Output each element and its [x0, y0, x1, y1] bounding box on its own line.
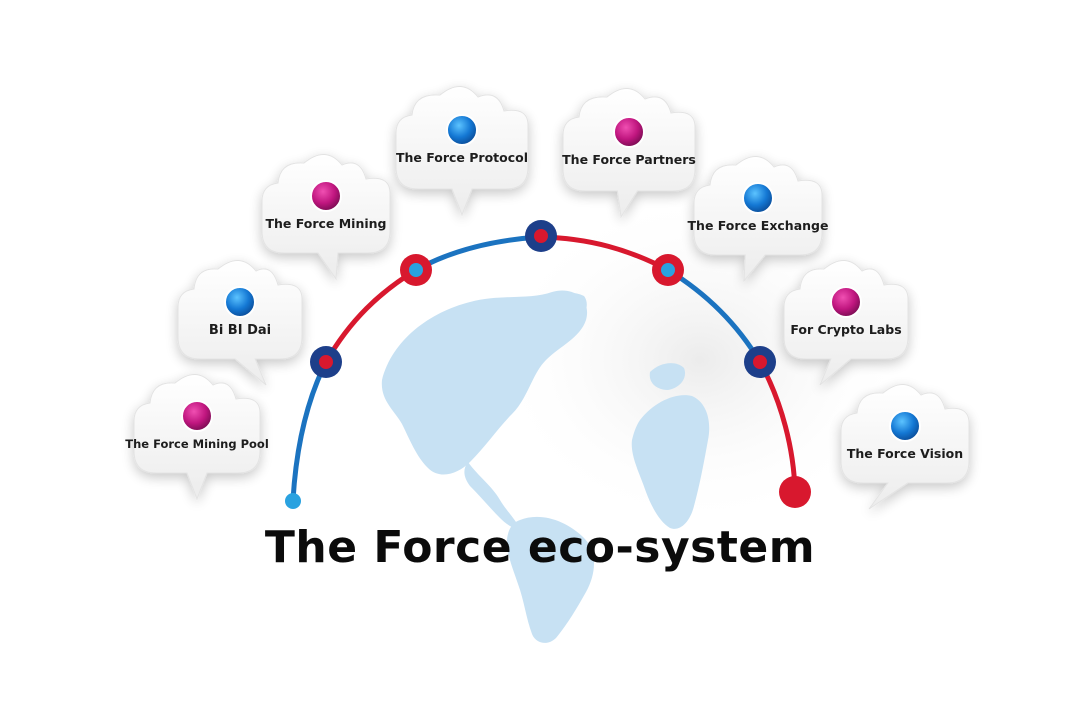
ecosystem-node: The Force Mining Pool — [125, 374, 269, 501]
magenta-dot-icon — [310, 180, 342, 212]
arc-node-5 — [744, 346, 776, 378]
cloud-bubble — [840, 384, 970, 510]
node-label: The Force Vision — [847, 446, 963, 461]
cloud-bubble — [783, 260, 909, 386]
arc-node-2 — [400, 254, 432, 286]
blue-dot-icon — [446, 114, 478, 146]
magenta-dot-icon — [613, 116, 645, 148]
magenta-dot-icon — [181, 400, 213, 432]
globe-illustration — [381, 290, 710, 643]
blue-dot-icon — [224, 286, 256, 318]
ecosystem-node: The Force Exchange — [688, 156, 829, 283]
blue-dot-icon — [742, 182, 774, 214]
cloud-bubble — [133, 374, 261, 501]
ecosystem-node: Bi BI Dai — [177, 260, 303, 386]
ecosystem-node: The Force Vision — [840, 384, 970, 510]
ecosystem-node: The Force Protocol — [395, 86, 529, 217]
node-label: For Crypto Labs — [790, 322, 901, 337]
ecosystem-node: The Force Partners — [562, 88, 696, 219]
node-label: The Force Protocol — [396, 150, 528, 165]
arc-segment-1 — [290, 359, 329, 503]
cloud-bubble — [693, 156, 823, 283]
arc-node-1 — [310, 346, 342, 378]
arc-end-point — [779, 476, 811, 508]
arc-node-3 — [525, 220, 557, 252]
arc-node-4 — [652, 254, 684, 286]
node-label: The Force Mining — [265, 216, 386, 231]
diagram-title: The Force eco-system — [264, 522, 816, 573]
cloud-bubble — [177, 260, 303, 386]
arc-segment-3 — [413, 234, 543, 273]
node-label: The Force Partners — [562, 152, 696, 167]
node-label: Bi BI Dai — [209, 323, 271, 338]
cloud-bubble — [395, 86, 529, 217]
blue-dot-icon — [889, 410, 921, 442]
node-label: The Force Mining Pool — [125, 437, 269, 451]
ecosystem-node: For Crypto Labs — [783, 260, 909, 386]
node-label: The Force Exchange — [688, 218, 829, 233]
cloud-bubble — [562, 88, 696, 219]
magenta-dot-icon — [830, 286, 862, 318]
ecosystem-node: The Force Mining — [261, 154, 391, 281]
arc-start-point — [285, 493, 301, 509]
cloud-bubble — [261, 154, 391, 281]
